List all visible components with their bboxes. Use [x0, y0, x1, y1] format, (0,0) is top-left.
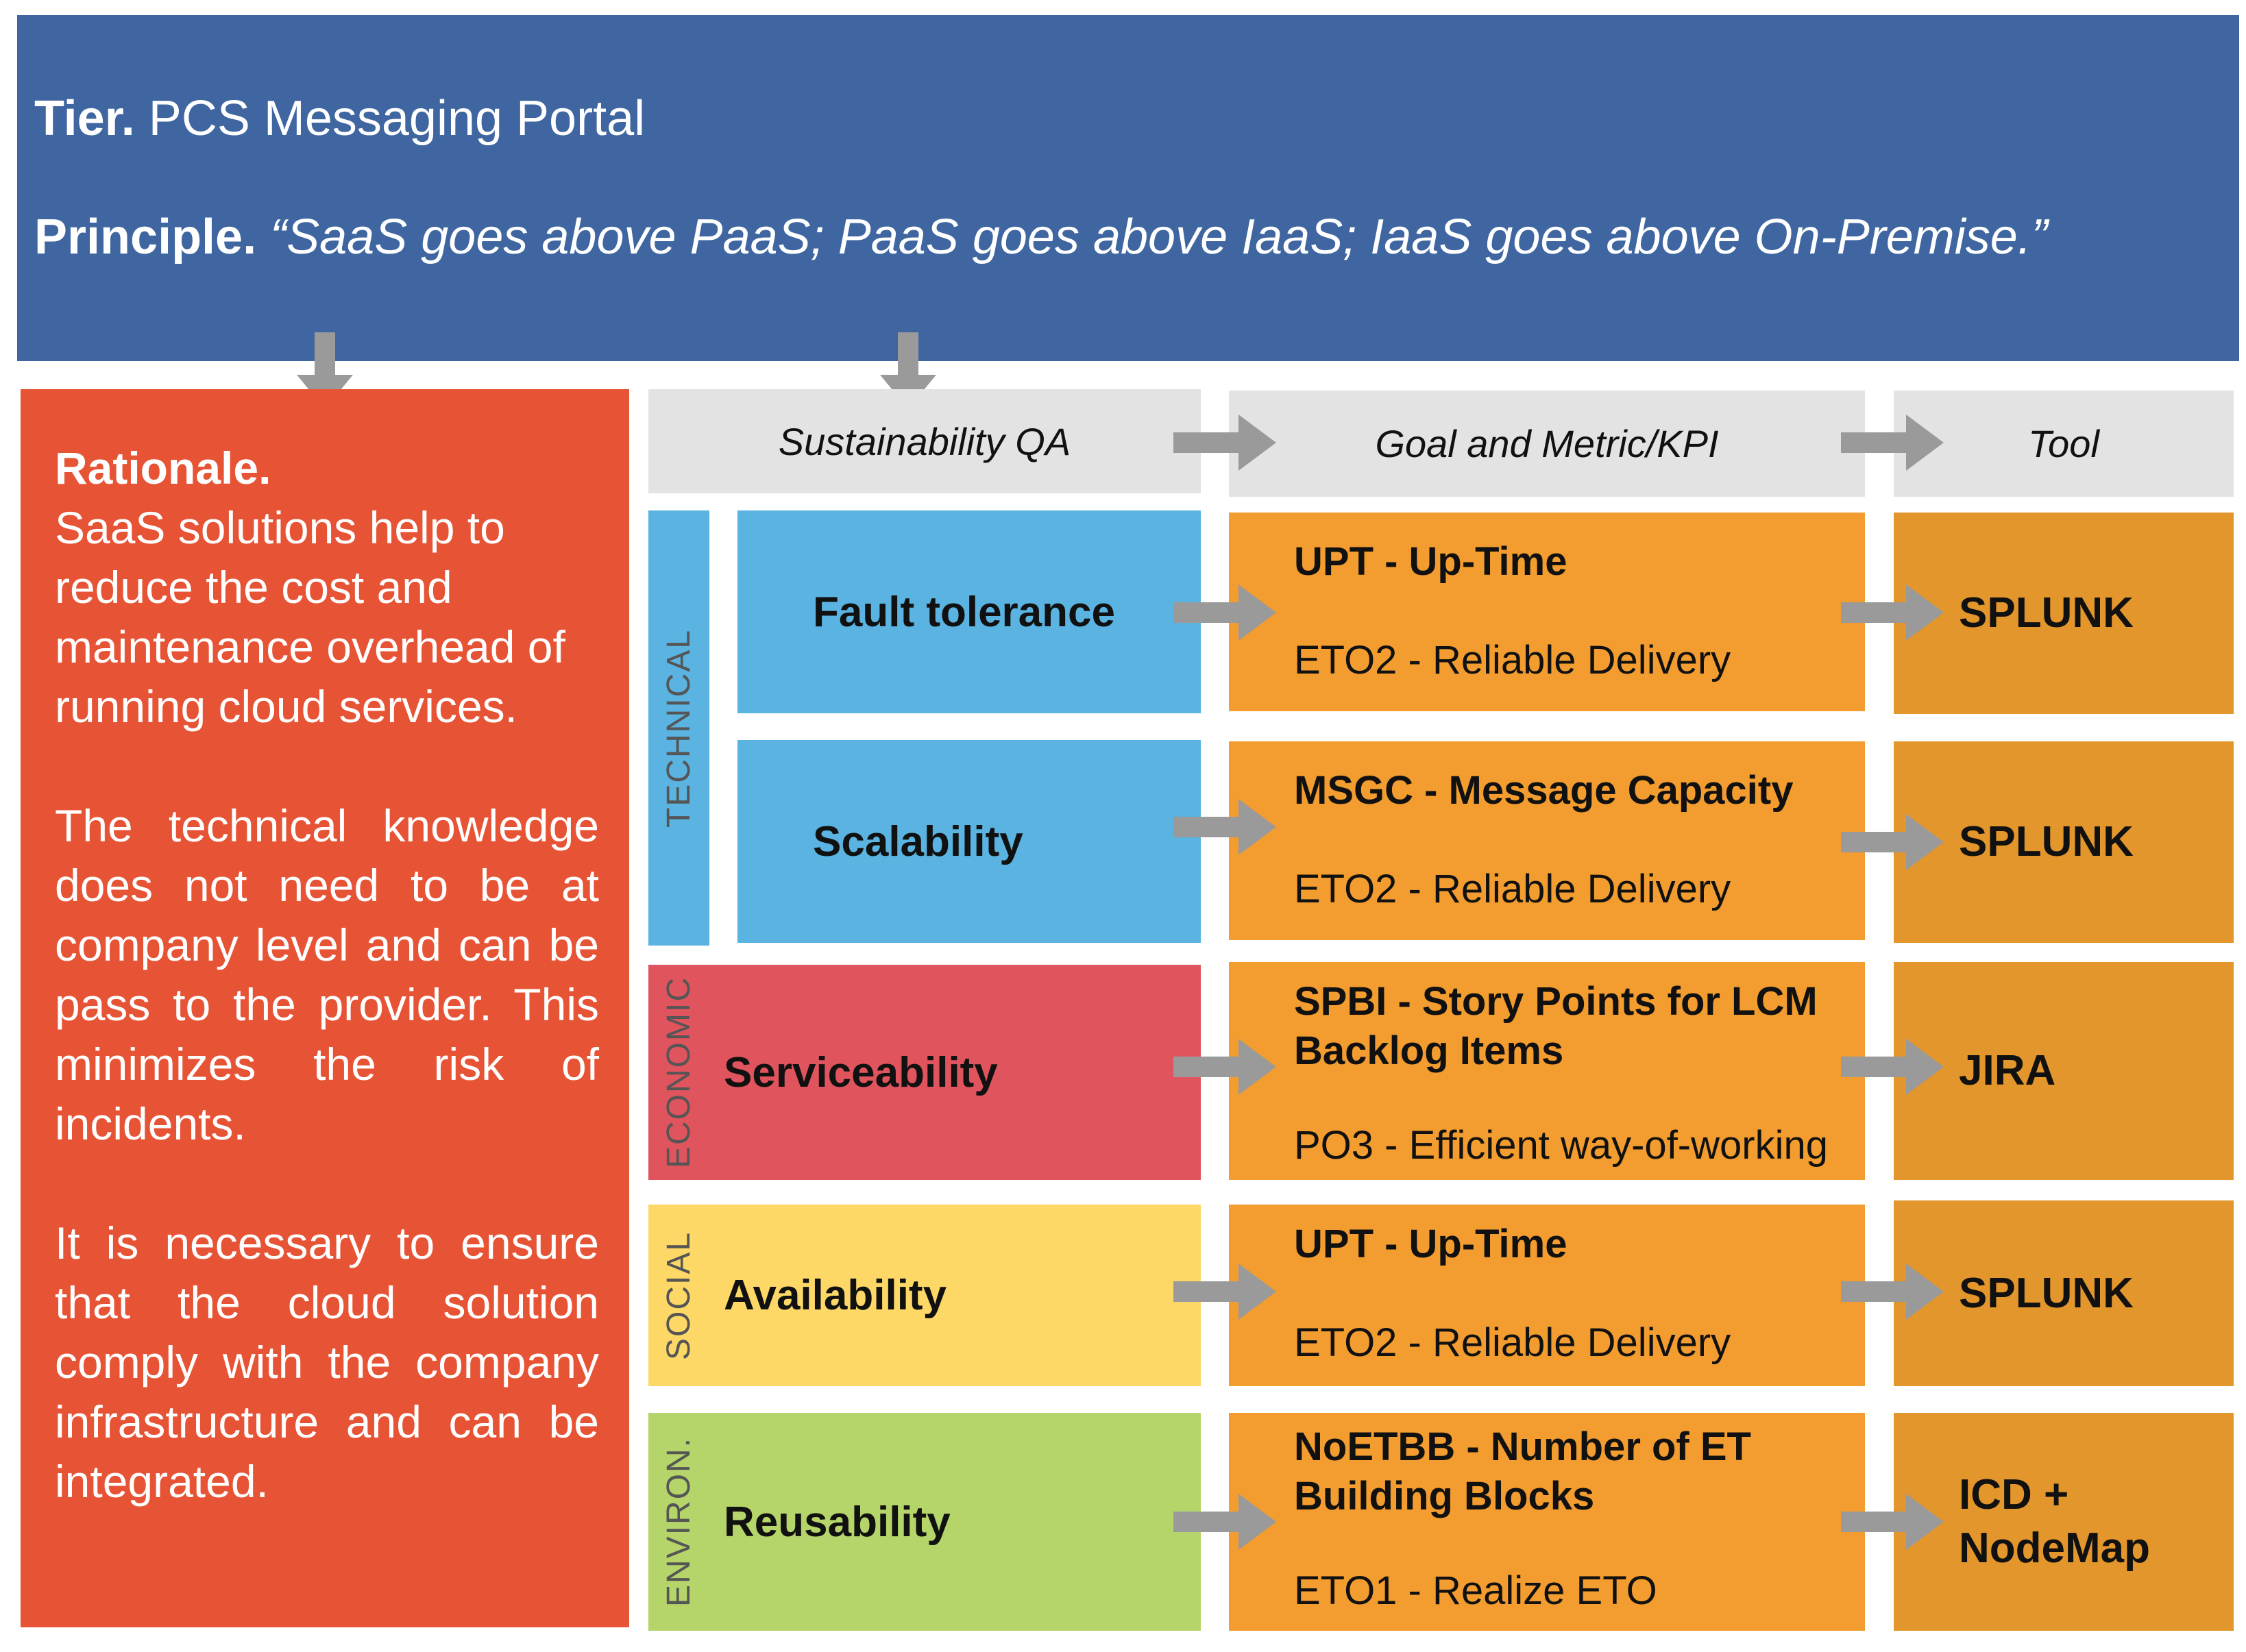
category-social: SOCIAL Availability — [648, 1205, 1201, 1386]
tool-label: SPLUNK — [1959, 818, 2134, 865]
goal-text: ETO2 - Reliable Delivery — [1294, 867, 1731, 911]
goal-text: ETO2 - Reliable Delivery — [1294, 1320, 1731, 1365]
goal-box-row-5: NoETBB - Number of ET Building Blocks ET… — [1229, 1413, 1865, 1631]
tool-box-row-4: SPLUNK — [1894, 1200, 2234, 1386]
metric-title: NoETBB - Number of ET Building Blocks — [1294, 1422, 1751, 1521]
right-arrow-icon — [1841, 1494, 1944, 1550]
tool-box-row-3: JIRA — [1894, 962, 2234, 1180]
tier-label: Tier. — [34, 91, 135, 146]
qa-availability: Availability — [724, 1272, 947, 1319]
category-environ: ENVIRON. Reusability — [648, 1413, 1201, 1631]
rationale-paragraph-1: SaaS solutions help to reduce the cost a… — [55, 502, 565, 732]
tool-label: ICD + NodeMap — [1959, 1468, 2150, 1575]
metric-title: MSGC - Message Capacity — [1294, 768, 1794, 813]
rationale-text: Rationale. SaaS solutions help to reduce… — [55, 439, 599, 1512]
metric-title-line-2: Building Blocks — [1294, 1474, 1595, 1518]
column-header-qa: Sustainability QA — [648, 389, 1201, 493]
right-arrow-icon — [1841, 814, 1944, 870]
qa-scalability: Scalability — [737, 740, 1201, 943]
tier-value: PCS Messaging Portal — [148, 91, 646, 146]
metric-title: UPT - Up-Time — [1294, 539, 1567, 584]
tier-line: Tier. PCS Messaging Portal — [34, 90, 645, 147]
goal-box-row-4: UPT - Up-Time ETO2 - Reliable Delivery — [1229, 1205, 1865, 1386]
tool-box-row-2: SPLUNK — [1894, 741, 2234, 943]
tool-label-line-2: NodeMap — [1959, 1525, 2150, 1572]
goal-box-row-3: SPBI - Story Points for LCM Backlog Item… — [1229, 962, 1865, 1180]
right-arrow-icon — [1841, 415, 1944, 471]
rationale-panel — [21, 389, 629, 1627]
metric-title-line-1: NoETBB - Number of ET — [1294, 1425, 1751, 1469]
tool-label: JIRA — [1959, 1047, 2056, 1094]
principle-line: Principle. “SaaS goes above PaaS; PaaS g… — [34, 209, 2048, 265]
category-environ-label: ENVIRON. — [661, 1436, 697, 1607]
right-arrow-icon — [1841, 1263, 1944, 1320]
right-arrow-icon — [1841, 1039, 1944, 1095]
rationale-paragraph-2: The technical knowledge does not need to… — [55, 800, 599, 1149]
goal-text: ETO1 - Realize ETO — [1294, 1568, 1657, 1613]
metric-title-line-2: Backlog Items — [1294, 1028, 1564, 1073]
column-header-tool: Tool — [1894, 391, 2234, 497]
qa-reusability: Reusability — [724, 1498, 951, 1546]
right-arrow-icon — [1173, 1494, 1276, 1550]
rationale-paragraph-3: It is necessary to ensure that the cloud… — [55, 1218, 599, 1507]
metric-title: UPT - Up-Time — [1294, 1222, 1567, 1266]
right-arrow-icon — [1841, 584, 1944, 641]
qa-serviceability: Serviceability — [724, 1048, 998, 1096]
qa-fault-tolerance: Fault tolerance — [737, 510, 1201, 713]
tool-box-row-5: ICD + NodeMap — [1894, 1413, 2234, 1631]
principle-label: Principle. — [34, 210, 257, 264]
goal-text: ETO2 - Reliable Delivery — [1294, 638, 1731, 682]
tool-box-row-1: SPLUNK — [1894, 513, 2234, 714]
tool-label: SPLUNK — [1959, 1269, 2134, 1317]
right-arrow-icon — [1173, 799, 1276, 855]
category-technical: TECHNICAL — [648, 510, 709, 946]
metric-title: SPBI - Story Points for LCM Backlog Item… — [1294, 977, 1818, 1076]
category-social-label: SOCIAL — [661, 1231, 697, 1360]
rationale-title: Rationale. — [55, 443, 271, 493]
column-header-goal: Goal and Metric/KPI — [1229, 391, 1865, 497]
category-economic: ECONOMIC Serviceability — [648, 965, 1201, 1180]
principle-value: “SaaS goes above PaaS; PaaS goes above I… — [270, 210, 2048, 264]
right-arrow-icon — [1173, 1039, 1276, 1095]
goal-box-row-1: UPT - Up-Time ETO2 - Reliable Delivery — [1229, 513, 1865, 711]
goal-box-row-2: MSGC - Message Capacity ETO2 - Reliable … — [1229, 741, 1865, 940]
right-arrow-icon — [1173, 584, 1276, 641]
right-arrow-icon — [1173, 1263, 1276, 1320]
category-economic-label: ECONOMIC — [661, 976, 697, 1168]
tool-label: SPLUNK — [1959, 589, 2134, 637]
goal-text: PO3 - Efficient way-of-working — [1294, 1123, 1828, 1168]
category-technical-label: TECHNICAL — [661, 628, 697, 828]
header-banner — [17, 15, 2239, 361]
tool-label-line-1: ICD + — [1959, 1471, 2069, 1518]
right-arrow-icon — [1173, 415, 1276, 471]
metric-title-line-1: SPBI - Story Points for LCM — [1294, 979, 1818, 1024]
